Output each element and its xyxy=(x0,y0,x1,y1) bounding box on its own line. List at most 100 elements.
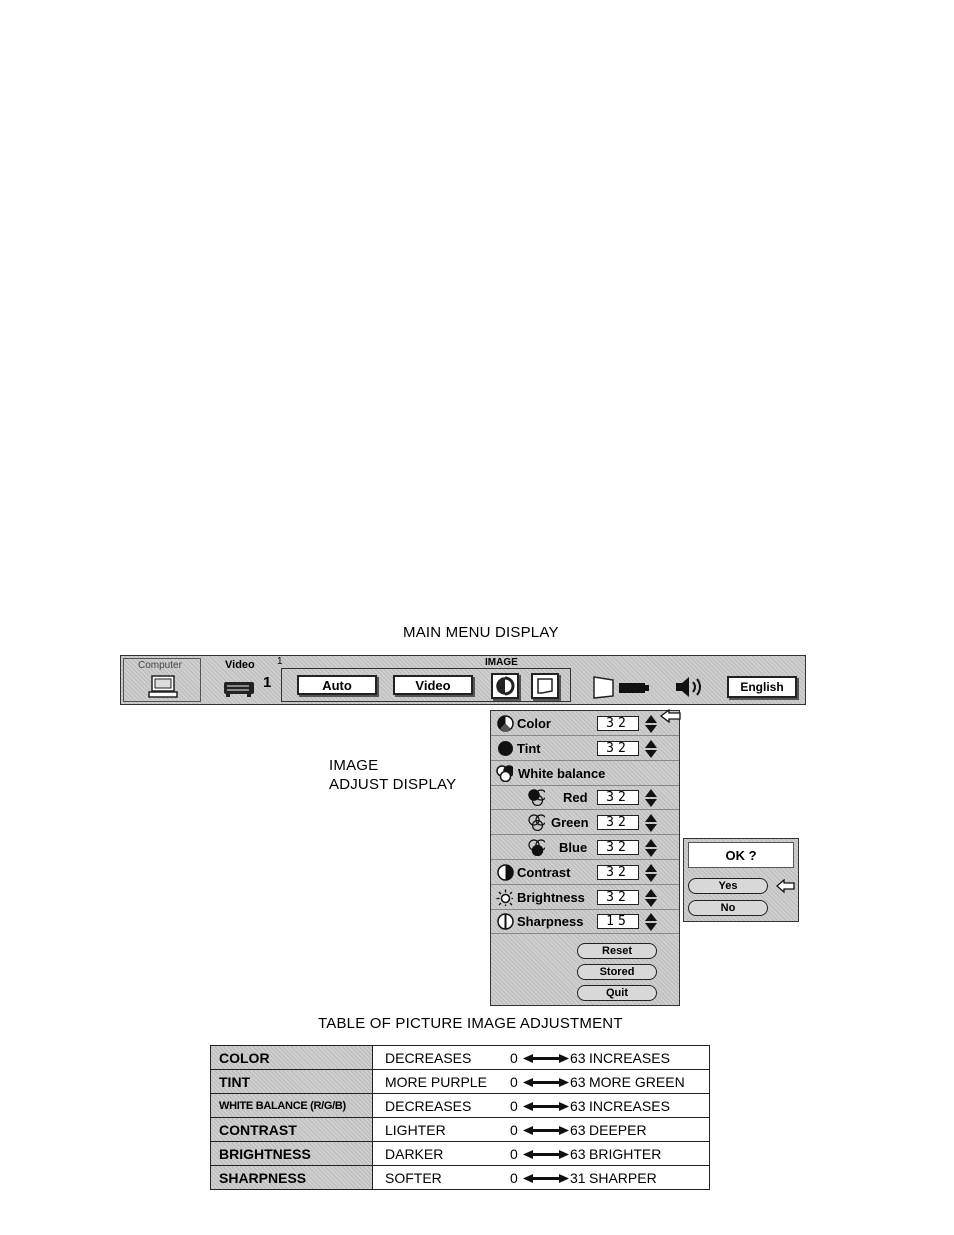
table-row: CONTRAST LIGHTER 0 63 DEEPER xyxy=(210,1117,710,1142)
blue-label: Blue xyxy=(559,840,588,855)
range-arrow-icon xyxy=(523,1174,569,1183)
yes-button[interactable]: Yes xyxy=(688,878,768,894)
range-max: 63 xyxy=(570,1050,586,1066)
contrast-value[interactable]: 32 xyxy=(597,865,639,880)
desc-cell: LIGHTER 0 63 DEEPER xyxy=(372,1117,710,1142)
effect-high: DEEPER xyxy=(589,1122,647,1138)
effect-high: INCREASES xyxy=(589,1050,670,1066)
white-balance-row[interactable]: White balance xyxy=(491,762,679,786)
range-arrow-icon xyxy=(523,1126,569,1135)
range-arrow-icon xyxy=(523,1054,569,1063)
stored-button[interactable]: Stored xyxy=(577,964,657,980)
image-adjust-caption-line1: IMAGE xyxy=(329,757,379,774)
param-cell: WHITE BALANCE (R/G/B) xyxy=(210,1093,373,1118)
contrast-updown-icon[interactable] xyxy=(644,863,658,883)
contrast-row[interactable]: Contrast 32 xyxy=(491,861,679,885)
screen-icon xyxy=(537,678,553,694)
white-balance-label: White balance xyxy=(518,766,606,781)
red-value[interactable]: 32 xyxy=(597,790,639,805)
brightness-updown-icon[interactable] xyxy=(644,888,658,908)
quit-button[interactable]: Quit xyxy=(577,985,657,1001)
effect-high: INCREASES xyxy=(589,1098,670,1114)
tint-row[interactable]: Tint 32 xyxy=(491,737,679,761)
computer-tab[interactable]: Computer xyxy=(123,658,201,702)
effect-low: DECREASES xyxy=(385,1050,472,1066)
green-label: Green xyxy=(551,815,589,830)
red-label: Red xyxy=(563,790,588,805)
sharpness-label: Sharpness xyxy=(517,914,584,929)
screen-button[interactable] xyxy=(531,673,559,699)
image-adjust-button[interactable] xyxy=(491,673,519,699)
video-source-icon[interactable] xyxy=(221,678,259,698)
blue-value[interactable]: 32 xyxy=(597,840,639,855)
image-adjust-panel: Color 32 Tint 32 White balance Red 3 xyxy=(490,710,680,1006)
color-updown-icon[interactable] xyxy=(644,714,658,734)
sharpness-updown-icon[interactable] xyxy=(644,912,658,932)
video-number: 1 xyxy=(263,674,272,691)
marker-label: 1 xyxy=(277,656,283,667)
sound-icon[interactable] xyxy=(673,674,707,700)
red-updown-icon[interactable] xyxy=(644,788,658,808)
projector-setting-icon[interactable] xyxy=(591,674,651,700)
image-adjust-caption-line2: ADJUST DISPLAY xyxy=(329,776,457,793)
sharpness-value[interactable]: 15 xyxy=(597,914,639,929)
range-min: 0 xyxy=(510,1122,518,1138)
effect-low: DECREASES xyxy=(385,1098,472,1114)
range-max: 63 xyxy=(570,1074,586,1090)
desc-cell: DECREASES 0 63 INCREASES xyxy=(372,1093,710,1118)
tint-label: Tint xyxy=(517,741,541,756)
tint-icon xyxy=(498,741,513,756)
table-row: COLOR DECREASES 0 63 INCREASES xyxy=(210,1045,710,1070)
range-arrow-icon xyxy=(523,1078,569,1087)
desc-cell: MORE PURPLE 0 63 MORE GREEN xyxy=(372,1069,710,1094)
ok-dialog-title: OK ? xyxy=(688,842,794,868)
range-max: 63 xyxy=(570,1098,586,1114)
desc-cell: SOFTER 0 31 SHARPER xyxy=(372,1165,710,1190)
yes-pointer-arrow-icon xyxy=(776,879,795,893)
color-row[interactable]: Color 32 xyxy=(491,712,679,736)
language-button[interactable]: English xyxy=(727,676,797,698)
green-row[interactable]: Green 32 xyxy=(491,811,679,835)
range-max: 63 xyxy=(570,1146,586,1162)
param-cell: BRIGHTNESS xyxy=(210,1141,373,1166)
effect-high: SHARPER xyxy=(589,1170,657,1186)
desc-cell: DARKER 0 63 BRIGHTER xyxy=(372,1141,710,1166)
range-arrow-icon xyxy=(523,1102,569,1111)
table-title: TABLE OF PICTURE IMAGE ADJUSTMENT xyxy=(318,1015,623,1032)
no-button[interactable]: No xyxy=(688,900,768,916)
brightness-label: Brightness xyxy=(517,890,585,905)
range-min: 0 xyxy=(510,1170,518,1186)
desc-cell: DECREASES 0 63 INCREASES xyxy=(372,1045,710,1070)
auto-button[interactable]: Auto xyxy=(297,675,377,695)
sharpness-icon xyxy=(497,913,514,930)
table-row: TINT MORE PURPLE 0 63 MORE GREEN xyxy=(210,1069,710,1094)
tint-updown-icon[interactable] xyxy=(644,739,658,759)
param-cell: TINT xyxy=(210,1069,373,1094)
green-value[interactable]: 32 xyxy=(597,815,639,830)
image-adjust-icon xyxy=(496,676,515,696)
range-max: 31 xyxy=(570,1170,586,1186)
effect-high: MORE GREEN xyxy=(589,1074,685,1090)
video-mode-button[interactable]: Video xyxy=(393,675,473,695)
effect-low: DARKER xyxy=(385,1146,444,1162)
color-value[interactable]: 32 xyxy=(597,716,639,731)
blue-row[interactable]: Blue 32 xyxy=(491,836,679,860)
brightness-value[interactable]: 32 xyxy=(597,890,639,905)
sharpness-row[interactable]: Sharpness 15 xyxy=(491,910,679,934)
blue-icon xyxy=(528,839,545,856)
red-row[interactable]: Red 32 xyxy=(491,786,679,810)
blue-updown-icon[interactable] xyxy=(644,838,658,858)
range-arrow-icon xyxy=(523,1150,569,1159)
image-group-label: IMAGE xyxy=(485,657,518,668)
green-updown-icon[interactable] xyxy=(644,813,658,833)
adjustment-table: COLOR DECREASES 0 63 INCREASES TINT MORE… xyxy=(210,1045,710,1190)
image-mode-group xyxy=(281,668,571,702)
effect-low: SOFTER xyxy=(385,1170,442,1186)
table-row: WHITE BALANCE (R/G/B) DECREASES 0 63 INC… xyxy=(210,1093,710,1118)
reset-button[interactable]: Reset xyxy=(577,943,657,959)
range-min: 0 xyxy=(510,1146,518,1162)
contrast-icon xyxy=(497,864,514,881)
tint-value[interactable]: 32 xyxy=(597,741,639,756)
brightness-row[interactable]: Brightness 32 xyxy=(491,886,679,910)
main-menu-bar: Computer Video 1 1 IMAGE Auto Video xyxy=(120,655,806,705)
